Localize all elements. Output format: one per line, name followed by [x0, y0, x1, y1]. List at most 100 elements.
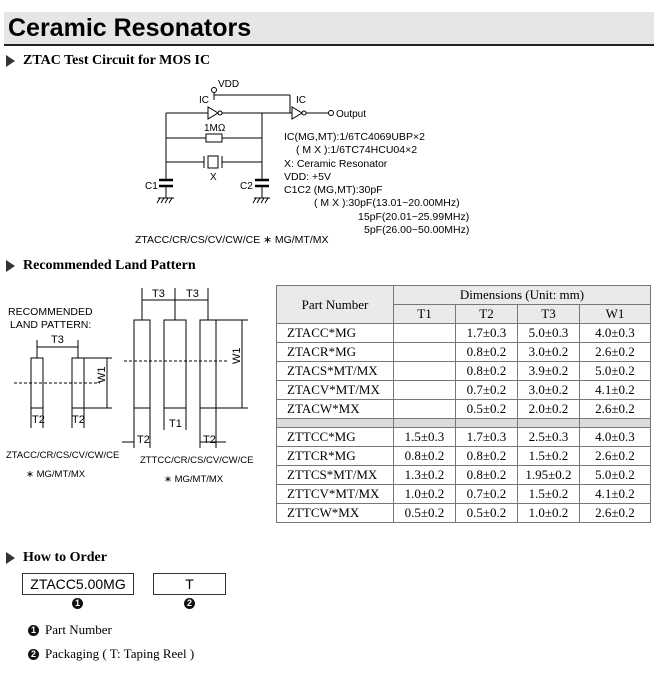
- note-line: 5pF(26.00~50.00MHz): [364, 224, 470, 237]
- separator-cell: [455, 418, 518, 428]
- resistor-symbol: [205, 133, 223, 143]
- part-number-cell: ZTACR*MG: [276, 342, 394, 362]
- col-header-t3: T3: [517, 304, 580, 324]
- col-header-t2: T2: [455, 304, 518, 324]
- dimension-cell: 2.6±0.2: [579, 503, 651, 523]
- col-header-dimensions: Dimensions (Unit: mm): [393, 285, 651, 305]
- table-group-separator: [276, 418, 651, 428]
- page-title: Ceramic Resonators: [8, 14, 252, 42]
- land-left-suffix: ∗ MG/MT/MX: [26, 469, 86, 480]
- dimension-cell: [393, 323, 456, 343]
- w1-label-right: W1: [231, 348, 243, 365]
- t3-label-right-b: T3: [186, 288, 199, 300]
- dimension-cell: 4.1±0.2: [579, 380, 651, 400]
- dimension-cell: 0.5±0.2: [393, 503, 456, 523]
- part-number-cell: ZTTCV*MT/MX: [276, 484, 394, 504]
- t2-label-right-b: T2: [203, 434, 216, 446]
- part-number-cell: ZTTCR*MG: [276, 446, 394, 466]
- callout-2-icon: 2: [184, 598, 195, 609]
- vdd-terminal: [211, 87, 217, 93]
- part-number-cell: ZTTCC*MG: [276, 427, 394, 447]
- dimension-cell: 5.0±0.2: [579, 465, 651, 485]
- test-circuit-diagram: VDD IC IC Output 1MΩ X C1 C2: [145, 79, 366, 204]
- resonator-symbol: [207, 155, 219, 169]
- vdd-label: VDD: [218, 79, 239, 90]
- dimension-cell: 2.6±0.2: [579, 446, 651, 466]
- legend-packaging-text: Packaging ( T: Taping Reel ): [45, 646, 195, 661]
- circuit-series-label: ZTACC/CR/CS/CV/CW/CE ∗ MG/MT/MX: [135, 234, 329, 246]
- dimension-cell: 0.8±0.2: [455, 446, 518, 466]
- land-pad: [163, 319, 187, 409]
- dimension-cell: 1.5±0.2: [517, 446, 580, 466]
- dimension-cell: 0.7±0.2: [455, 484, 518, 504]
- land-pad: [199, 319, 217, 409]
- output-terminal: [328, 110, 334, 116]
- dimension-cell: 0.7±0.2: [455, 380, 518, 400]
- callout-1-icon: 1: [72, 598, 83, 609]
- dimension-cell: 2.0±0.2: [517, 399, 580, 419]
- triangle-bullet-icon: [6, 55, 15, 67]
- ic-right-label: IC: [296, 95, 306, 106]
- part-number-cell: ZTACC*MG: [276, 323, 394, 343]
- section-land-pattern-title: Recommended Land Pattern: [23, 258, 196, 273]
- legend-part-number-text: Part Number: [45, 622, 112, 637]
- circuit-notes: IC(MG,MT):1/6TC4069UBP×2 ( M X ):1/6TC74…: [284, 131, 469, 237]
- note-line: X: Ceramic Resonator: [284, 157, 388, 170]
- triangle-bullet-icon: [6, 552, 15, 564]
- land-right-suffix: ∗ MG/MT/MX: [164, 474, 224, 485]
- part-number-cell: ZTACV*MT/MX: [276, 380, 394, 400]
- callout-1-icon: 1: [28, 624, 39, 636]
- dimension-cell: 0.8±0.2: [455, 342, 518, 362]
- section-test-circuit-title: ZTAC Test Circuit for MOS IC: [23, 53, 211, 68]
- triangle-bullet-icon: [6, 260, 15, 272]
- land-title-1: RECOMMENDED: [8, 306, 93, 318]
- ic-left-inverter: [207, 106, 219, 120]
- land-pad: [71, 357, 85, 409]
- title-bar: Ceramic Resonators: [4, 12, 654, 46]
- dimension-cell: 0.8±0.2: [455, 465, 518, 485]
- dimension-cell: 3.0±0.2: [517, 342, 580, 362]
- land-left-caption: ZTACC/CR/CS/CV/CW/CE: [6, 450, 119, 461]
- legend-packaging: 2 Packaging ( T: Taping Reel ): [28, 646, 194, 662]
- dimension-cell: [393, 380, 456, 400]
- c1-label: C1: [145, 181, 158, 192]
- dimension-cell: 0.5±0.2: [455, 503, 518, 523]
- land-pattern-diagram: RECOMMENDED LAND PATTERN: T3 W1 T2 T2 T3…: [6, 288, 253, 485]
- part-number-cell: ZTTCW*MX: [276, 503, 394, 523]
- order-part-number-box: ZTACC5.00MG: [22, 573, 134, 595]
- dimension-cell: 5.0±0.2: [579, 361, 651, 381]
- dimension-cell: 1.5±0.3: [393, 427, 456, 447]
- dimension-cell: 4.0±0.3: [579, 323, 651, 343]
- dimension-cell: 0.8±0.2: [393, 446, 456, 466]
- section-how-to-order-heading: How to Order: [6, 550, 107, 566]
- dimension-cell: 1.5±0.2: [517, 484, 580, 504]
- t2-label-right-a: T2: [137, 434, 150, 446]
- dimension-cell: 2.6±0.2: [579, 342, 651, 362]
- dimension-cell: 1.0±0.2: [517, 503, 580, 523]
- resonator-label: X: [210, 172, 217, 183]
- separator-cell: [579, 418, 651, 428]
- separator-cell: [276, 418, 394, 428]
- dimension-cell: 5.0±0.3: [517, 323, 580, 343]
- col-header-t1: T1: [393, 304, 456, 324]
- dimension-cell: 1.95±0.2: [517, 465, 580, 485]
- c2-label: C2: [240, 181, 253, 192]
- t2-label-left-a: T2: [32, 414, 45, 426]
- legend-part-number: 1 Part Number: [28, 622, 112, 638]
- resistor-label: 1MΩ: [204, 123, 226, 134]
- note-line: IC(MG,MT):1/6TC4069UBP×2: [284, 131, 425, 143]
- dimension-cell: 2.6±0.2: [579, 399, 651, 419]
- col-header-part-number: Part Number: [276, 285, 394, 324]
- t1-label-right: T1: [169, 418, 182, 430]
- dimension-cell: 0.8±0.2: [455, 361, 518, 381]
- dimension-cell: 2.5±0.3: [517, 427, 580, 447]
